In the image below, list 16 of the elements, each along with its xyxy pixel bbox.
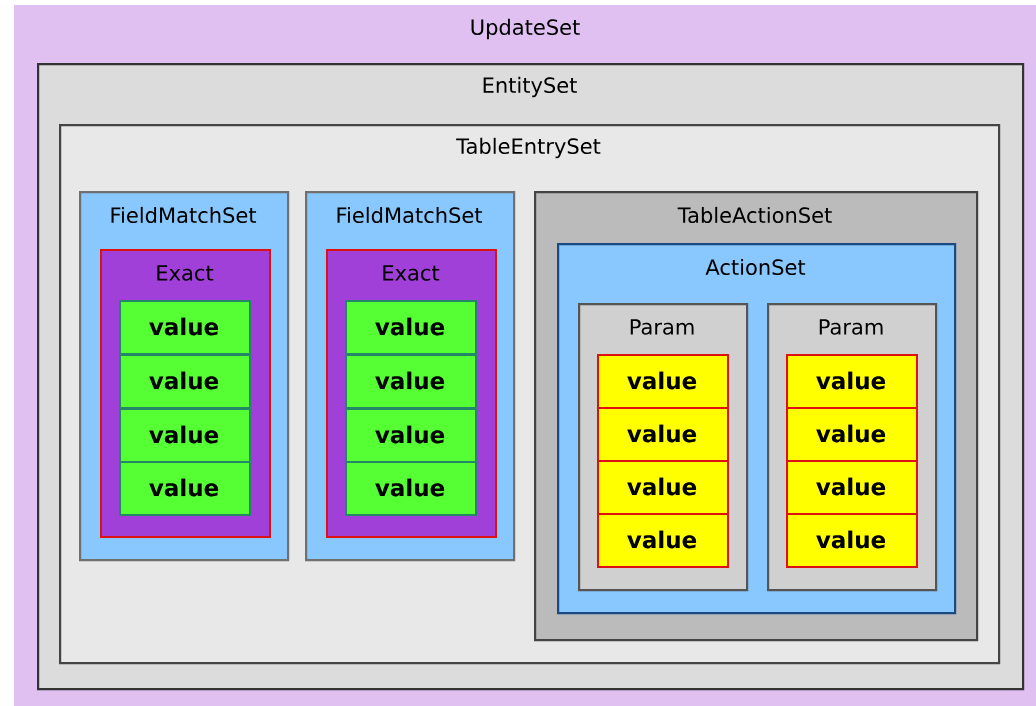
value-cell: value	[786, 513, 918, 568]
value-cell: value	[786, 354, 918, 409]
value-cell: value	[119, 300, 251, 355]
value-cell: value	[345, 354, 477, 409]
value-cell: value	[597, 407, 729, 462]
value-cell: value	[345, 408, 477, 463]
value-cell: value	[597, 513, 729, 568]
value-cell: value	[786, 460, 918, 515]
value-cell: value	[119, 408, 251, 463]
value-cell: value	[345, 300, 477, 355]
value-cell: value	[597, 354, 729, 409]
value-cell: value	[597, 460, 729, 515]
value-cell: value	[119, 461, 251, 516]
value-cell: value	[345, 461, 477, 516]
value-cell: value	[119, 354, 251, 409]
value-cell: value	[786, 407, 918, 462]
